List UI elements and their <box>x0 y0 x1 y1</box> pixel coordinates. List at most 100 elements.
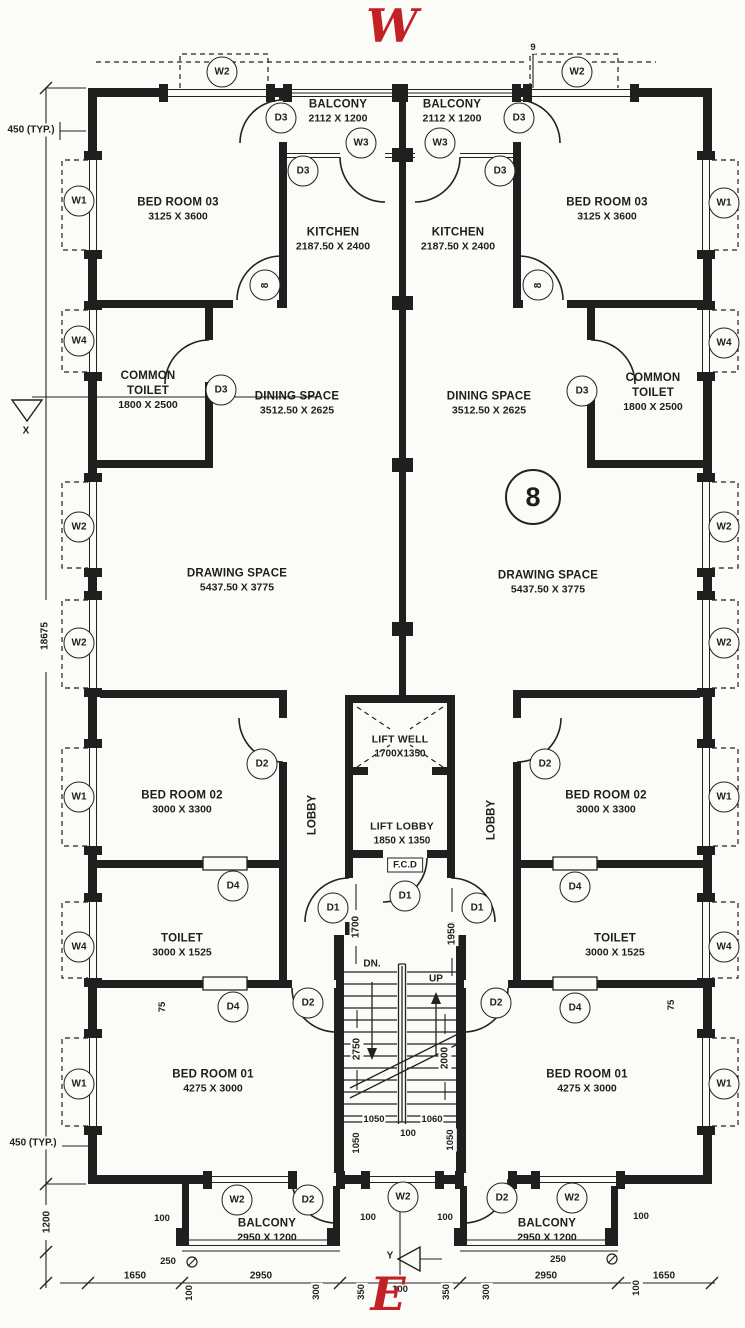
room-label-bedroom02-left: BED ROOM 02 3000 X 3300 <box>141 789 223 816</box>
marker-y: Y <box>385 1249 395 1263</box>
dim-450-typ-top: 450 (TYP.) <box>6 123 56 137</box>
marker-nine: 9 <box>529 41 537 55</box>
window-tag-w2: W2 <box>556 1182 588 1214</box>
window-tag-w4: W4 <box>708 931 740 963</box>
window-tag-w1: W1 <box>63 1068 95 1100</box>
door-tag-d4: D4 <box>217 991 249 1023</box>
lobby-label-left: LOBBY <box>306 794 319 836</box>
dim-300: 300 <box>310 1283 324 1301</box>
dim-300: 300 <box>480 1283 494 1301</box>
room-label-balcony-bottom-right: BALCONY 2950 X 1200 <box>517 1217 577 1244</box>
room-label-drawing-right: DRAWING SPACE 5437.50 X 3775 <box>497 569 599 596</box>
door-tag-d4: D4 <box>559 992 591 1024</box>
room-label-dining-right: DINING SPACE 3512.50 X 2625 <box>446 390 532 417</box>
dim-100: 100 <box>399 1127 417 1141</box>
unit-number-badge: 8 <box>505 469 561 525</box>
room-label-kitchen-right: KITCHEN 2187.50 X 2400 <box>420 226 496 253</box>
window-tag-w1: W1 <box>708 1068 740 1100</box>
dim-balcony-1200: 1200 <box>40 1209 54 1235</box>
door-tag-d3: D3 <box>566 375 598 407</box>
window-tag-w2: W2 <box>387 1181 419 1213</box>
dim-1060: 1060 <box>420 1113 444 1127</box>
door-tag-8: 8 <box>249 269 281 301</box>
door-tag-d3: D3 <box>503 102 535 134</box>
room-label-bedroom01-right: BED ROOM 01 4275 X 3000 <box>546 1068 628 1095</box>
door-tag-d4: D4 <box>217 870 249 902</box>
room-label-balcony-top-right: BALCONY 2112 X 1200 <box>422 98 482 125</box>
door-tag-d2: D2 <box>292 1184 324 1216</box>
room-label-balcony-top-left: BALCONY 2112 X 1200 <box>308 98 368 125</box>
door-tag-d3: D3 <box>287 155 319 187</box>
door-tag-d4: D4 <box>559 871 591 903</box>
dim-100: 100 <box>630 1279 644 1297</box>
door-tag-d1: D1 <box>461 892 493 924</box>
window-tag-w2: W2 <box>63 511 95 543</box>
door-tag-8: 8 <box>522 269 554 301</box>
compass-west: W <box>366 0 418 53</box>
room-label-bedroom01-left: BED ROOM 01 4275 X 3000 <box>172 1068 254 1095</box>
window-tag-w2: W2 <box>63 627 95 659</box>
room-label-lift-lobby: LIFT LOBBY 1850 X 1350 <box>370 820 434 847</box>
dim-100: 100 <box>183 1284 197 1302</box>
dim-350: 350 <box>440 1283 454 1301</box>
lobby-label-right: LOBBY <box>485 799 498 841</box>
door-tag-d2: D2 <box>486 1182 518 1214</box>
dim-350: 350 <box>355 1283 369 1301</box>
dim-450-typ-bottom: 450 (TYP.) <box>8 1136 58 1150</box>
door-tag-d3: D3 <box>265 102 297 134</box>
room-label-toilet-right: TOILET 3000 X 1525 <box>585 932 645 959</box>
stair-down-label: DN. <box>363 958 381 970</box>
room-label-balcony-bottom-left: BALCONY 2950 X 1200 <box>237 1217 297 1244</box>
window-tag-w2: W2 <box>708 511 740 543</box>
dim-2000: 2000 <box>438 1045 452 1071</box>
door-tag-d1: D1 <box>389 880 421 912</box>
dim-100: 100 <box>436 1211 454 1225</box>
room-label-drawing-left: DRAWING SPACE 5437.50 X 3775 <box>186 567 288 594</box>
dim-75-right: 75 <box>665 998 679 1012</box>
dim-75-left: 75 <box>156 1000 170 1014</box>
dim-2750: 2750 <box>350 1036 364 1062</box>
window-tag-w1: W1 <box>708 781 740 813</box>
dim-1650-left: 1650 <box>122 1269 148 1283</box>
dim-1050: 1050 <box>362 1113 386 1127</box>
room-label-common-toilet-right: COMMON TOILET 1800 X 2500 <box>623 372 683 414</box>
dim-100: 100 <box>632 1210 650 1224</box>
door-tag-d2: D2 <box>246 748 278 780</box>
room-label-toilet-left: TOILET 3000 X 1525 <box>152 932 212 959</box>
door-tag-d3: D3 <box>205 374 237 406</box>
dim-100: 100 <box>153 1212 171 1226</box>
dim-100: 100 <box>359 1211 377 1225</box>
window-tag-w3: W3 <box>424 127 456 159</box>
window-tag-w4: W4 <box>63 931 95 963</box>
door-tag-d2: D2 <box>529 748 561 780</box>
fire-check-door-label: F.C.D <box>387 857 423 873</box>
room-label-dining-left: DINING SPACE 3512.50 X 2625 <box>254 390 340 417</box>
dim-250-right: 250 <box>549 1253 567 1267</box>
dim-1950: 1950 <box>445 921 459 947</box>
window-tag-w1: W1 <box>63 781 95 813</box>
dim-2950-right: 2950 <box>533 1269 559 1283</box>
compass-east: E <box>370 1267 406 1321</box>
stair-up-label: UP <box>429 973 443 985</box>
window-tag-w2: W2 <box>221 1184 253 1216</box>
room-label-common-toilet-left: COMMON TOILET 1800 X 2500 <box>118 370 178 412</box>
dim-250-left: 250 <box>159 1255 177 1269</box>
marker-x: X <box>21 424 31 438</box>
window-tag-w2: W2 <box>561 56 593 88</box>
room-label-bedroom03-right: BED ROOM 03 3125 X 3600 <box>566 196 648 223</box>
dim-1650-right: 1650 <box>651 1269 677 1283</box>
dim-1700: 1700 <box>349 914 363 940</box>
room-label-bedroom03-left: BED ROOM 03 3125 X 3600 <box>137 196 219 223</box>
door-tag-d1: D1 <box>317 892 349 924</box>
dim-2950-left: 2950 <box>248 1269 274 1283</box>
window-tag-w3: W3 <box>345 127 377 159</box>
dim-100: 100 <box>391 1283 409 1297</box>
door-tag-d2: D2 <box>480 987 512 1019</box>
window-tag-w2: W2 <box>206 56 238 88</box>
room-label-kitchen-left: KITCHEN 2187.50 X 2400 <box>295 226 371 253</box>
window-tag-w4: W4 <box>63 325 95 357</box>
window-tag-w1: W1 <box>708 187 740 219</box>
window-tag-w1: W1 <box>63 185 95 217</box>
